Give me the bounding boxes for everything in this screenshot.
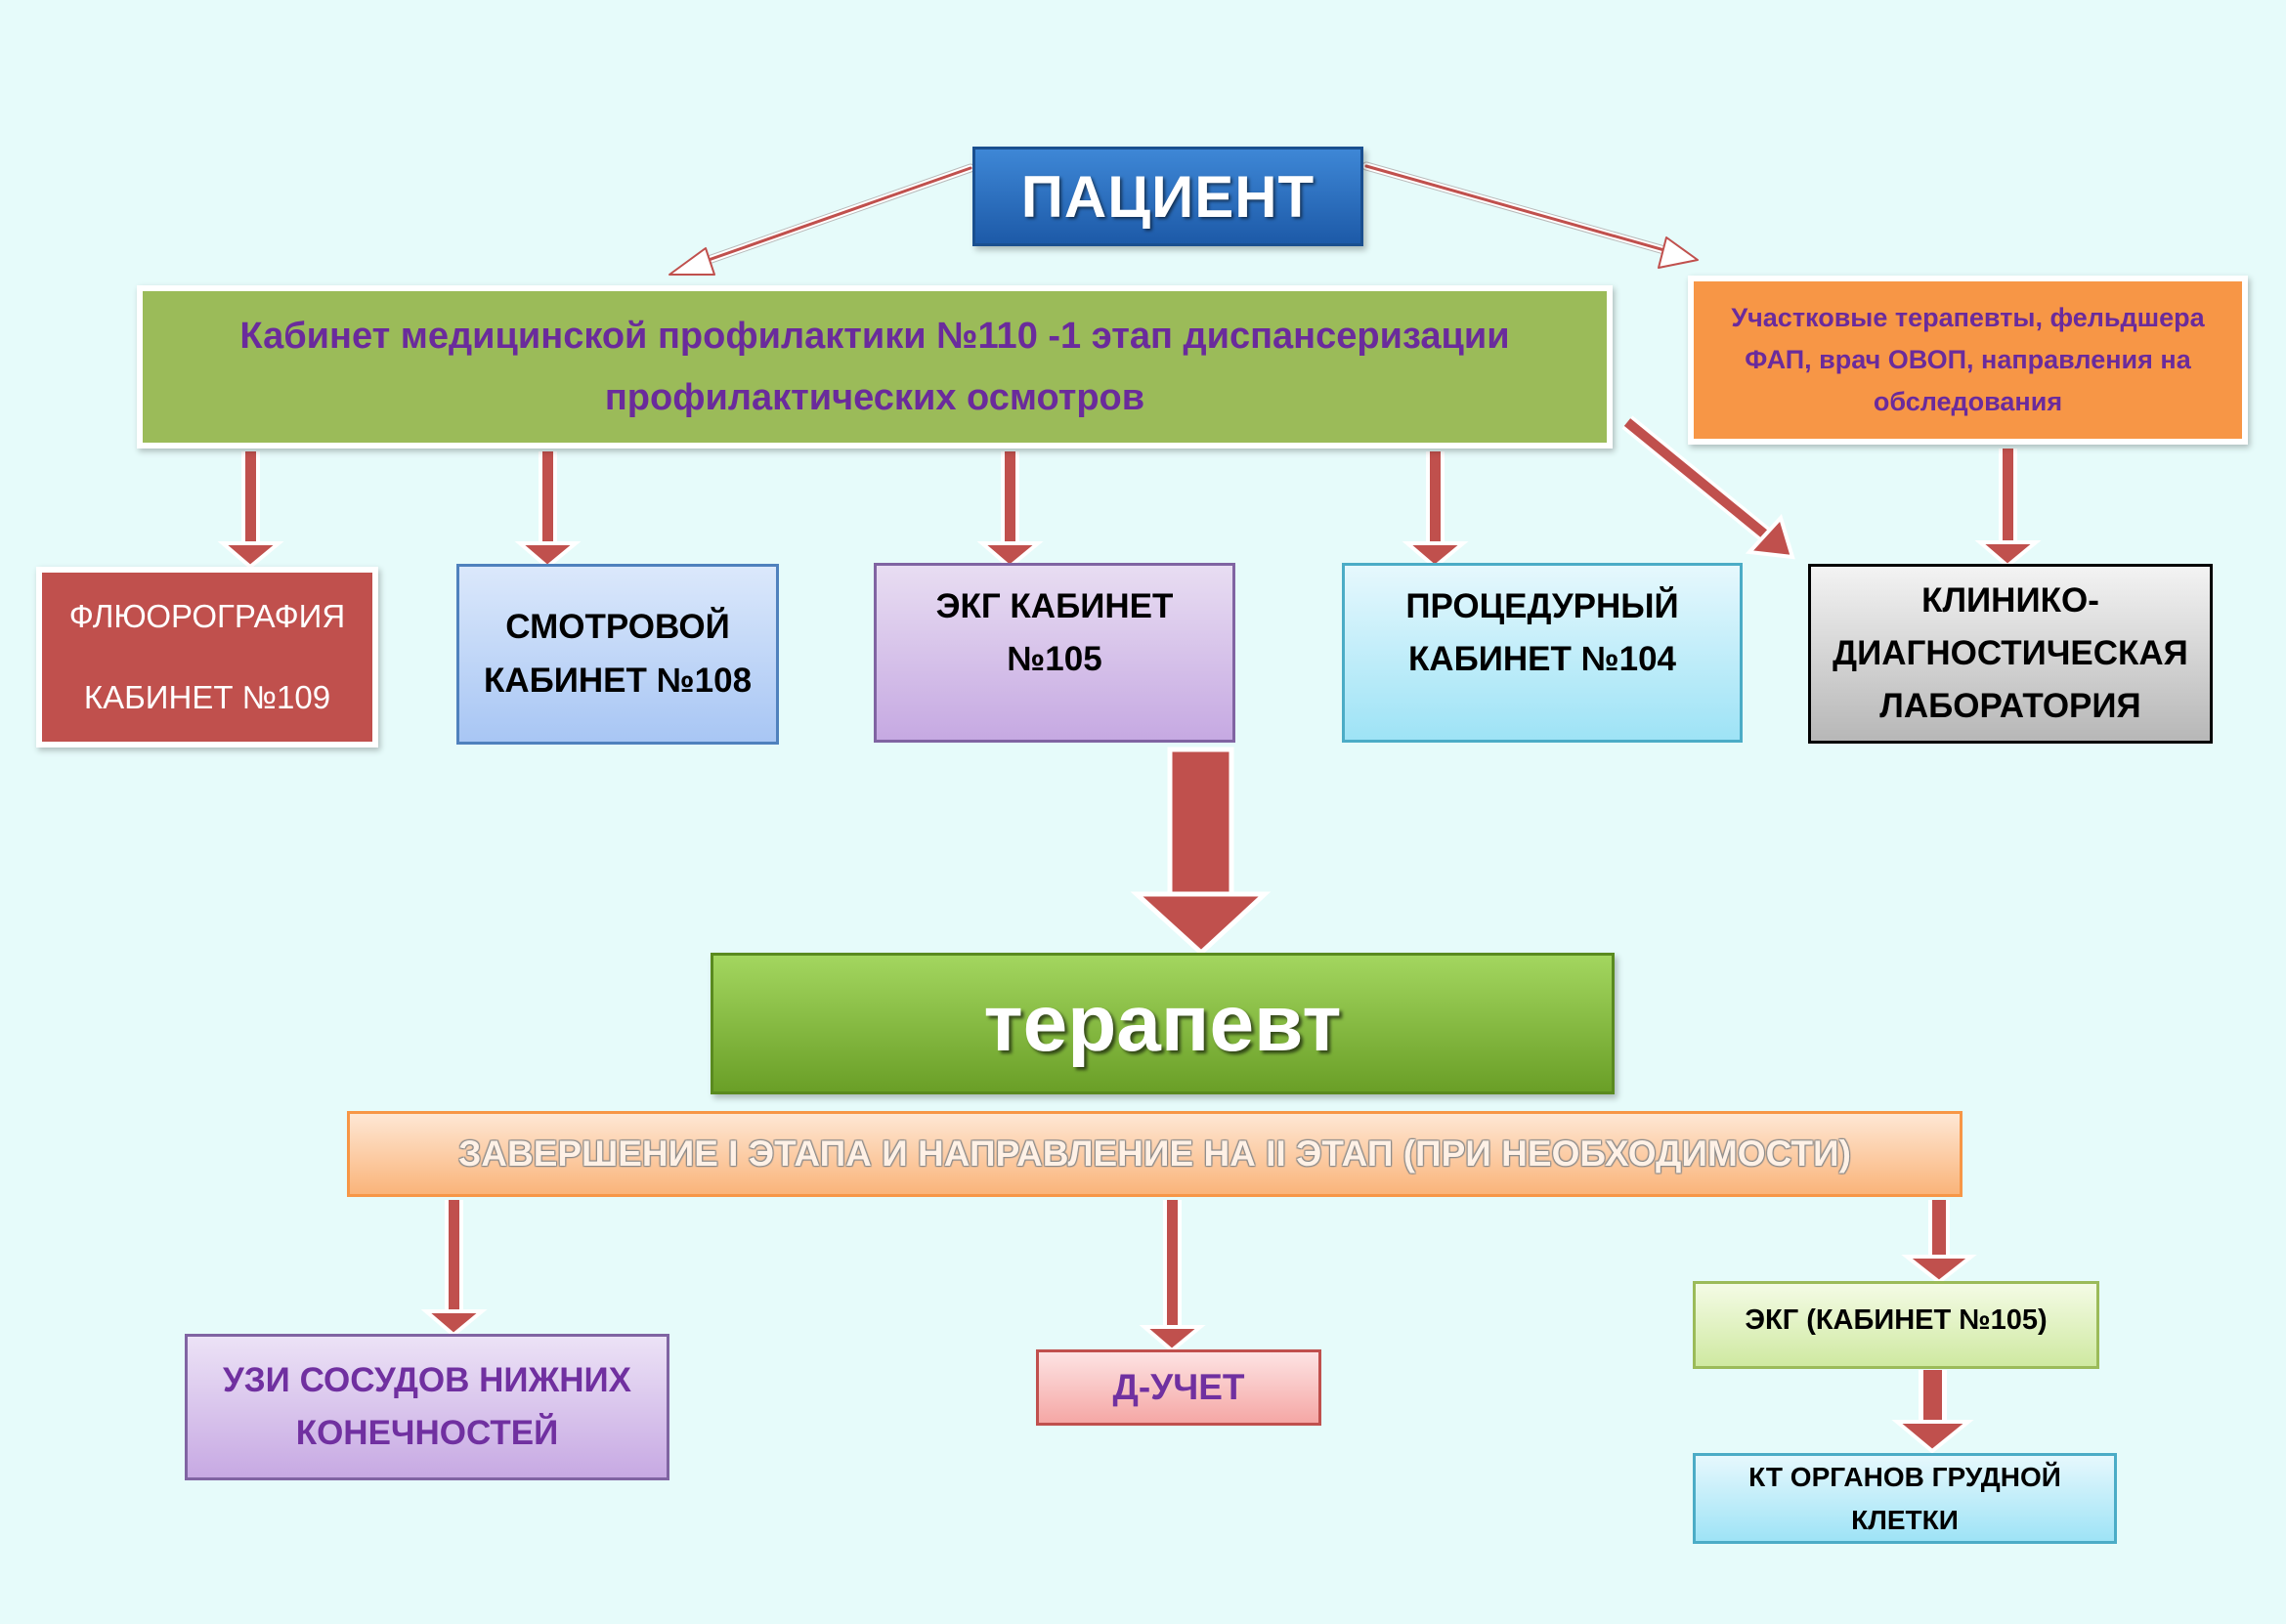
district-therapists-label: Участковые терапевты, фельдшера ФАП, вра… xyxy=(1731,302,2205,417)
patient-label: ПАЦИЕНТ xyxy=(1020,163,1316,230)
arrow-to-lab xyxy=(1621,415,1795,560)
ecg-second-label: ЭКГ (КАБИНЕТ №105) xyxy=(1745,1303,2048,1336)
prevention-cabinet-label: Кабинет медицинской профилактики №110 -1… xyxy=(239,315,1510,418)
therapist-label: терапевт xyxy=(983,978,1342,1068)
procedure-room-node: ПРОЦЕДУРНЫЙ КАБИНЕТ №104 xyxy=(1342,563,1743,743)
ct-label: КТ ОРГАНОВ ГРУДНОЙ КЛЕТКИ xyxy=(1748,1462,2061,1535)
completion-label: ЗАВЕРШЕНИЕ I ЭТАПА И НАПРАВЛЕНИЕ НА II Э… xyxy=(458,1133,1851,1175)
exam-room-label: СМОТРОВОЙ КАБИНЕТ №108 xyxy=(483,608,753,700)
procedure-room-label: ПРОЦЕДУРНЫЙ КАБИНЕТ №104 xyxy=(1405,586,1679,678)
district-therapists-node: Участковые терапевты, фельдшера ФАП, вра… xyxy=(1688,276,2248,445)
arrow-to-ecg-second xyxy=(1901,1200,1977,1285)
arrow-district-to-lab xyxy=(1974,449,2042,569)
uzi-label: УЗИ СОСУДОВ НИЖНИХ КОНЕЧНОСТЕЙ xyxy=(222,1360,632,1452)
exam-room-node: СМОТРОВОЙ КАБИНЕТ №108 xyxy=(456,564,779,745)
arrow-to-uzi xyxy=(420,1200,488,1338)
arrow-to-procedure-room xyxy=(1402,451,1469,570)
uzi-node: УЗИ СОСУДОВ НИЖНИХ КОНЕЧНОСТЕЙ xyxy=(185,1334,669,1480)
arrow-to-d-registration xyxy=(1139,1200,1206,1353)
fluorography-node: ФЛЮОРОГРАФИЯ КАБИНЕТ №109 xyxy=(36,567,378,748)
arrow-to-exam-room xyxy=(514,451,582,570)
ecg-room-label: ЭКГ КАБИНЕТ №105 xyxy=(935,586,1174,678)
patient-node: ПАЦИЕНТ xyxy=(972,147,1363,246)
prevention-cabinet-node: Кабинет медицинской профилактики №110 -1… xyxy=(137,285,1613,449)
ecg-room-node: ЭКГ КАБИНЕТ №105 xyxy=(874,563,1235,743)
arrow-to-therapist xyxy=(1130,747,1272,957)
arrow-to-ecg-room xyxy=(976,451,1044,570)
d-registration-label: Д-УЧЕТ xyxy=(1112,1367,1245,1408)
lab-label: КЛИНИКО- ДИАГНОСТИЧЕСКАЯ ЛАБОРАТОРИЯ xyxy=(1833,580,2188,726)
therapist-node: терапевт xyxy=(711,953,1615,1094)
arrow-patient-to-prevention xyxy=(669,163,975,276)
fluorography-label: ФЛЮОРОГРАФИЯ КАБИНЕТ №109 xyxy=(68,598,346,715)
d-registration-node: Д-УЧЕТ xyxy=(1036,1349,1321,1426)
ecg-second-node: ЭКГ (КАБИНЕТ №105) xyxy=(1693,1281,2099,1369)
ct-node: КТ ОРГАНОВ ГРУДНОЙ КЛЕТКИ xyxy=(1693,1453,2117,1544)
lab-node: КЛИНИКО- ДИАГНОСТИЧЕСКАЯ ЛАБОРАТОРИЯ xyxy=(1808,564,2213,744)
completion-node: ЗАВЕРШЕНИЕ I ЭТАПА И НАПРАВЛЕНИЕ НА II Э… xyxy=(347,1111,1963,1197)
arrow-to-ct xyxy=(1891,1370,1974,1454)
arrow-patient-to-district xyxy=(1361,161,1699,269)
arrow-to-fluoro xyxy=(217,451,284,570)
